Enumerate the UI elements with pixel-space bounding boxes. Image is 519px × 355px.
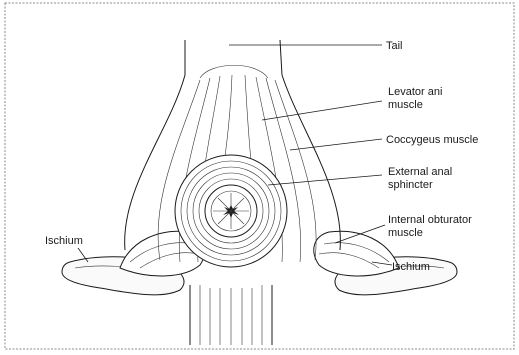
label-ischium-left: Ischium	[45, 235, 83, 247]
label-external-anal-line2: sphincter	[388, 179, 433, 191]
leader-levator-ani	[262, 101, 382, 120]
label-internal-obturator-line1: Internal obturator	[388, 214, 472, 226]
internal-obturator-right	[314, 231, 399, 276]
label-external-anal-line1: External anal	[388, 166, 452, 178]
tail	[185, 40, 282, 78]
label-coccygeus: Coccygeus muscle	[386, 134, 478, 146]
anal-opening	[213, 193, 249, 229]
rectum	[190, 285, 272, 345]
label-ischium-right: Ischium	[392, 261, 430, 273]
label-tail: Tail	[386, 40, 403, 52]
label-internal-obturator-line2: muscle	[388, 227, 423, 239]
label-levator-ani-line1: Levator ani	[388, 86, 442, 98]
leader-external-anal	[268, 175, 382, 185]
leader-coccygeus	[290, 139, 382, 150]
label-levator-ani-line2: muscle	[388, 99, 423, 111]
